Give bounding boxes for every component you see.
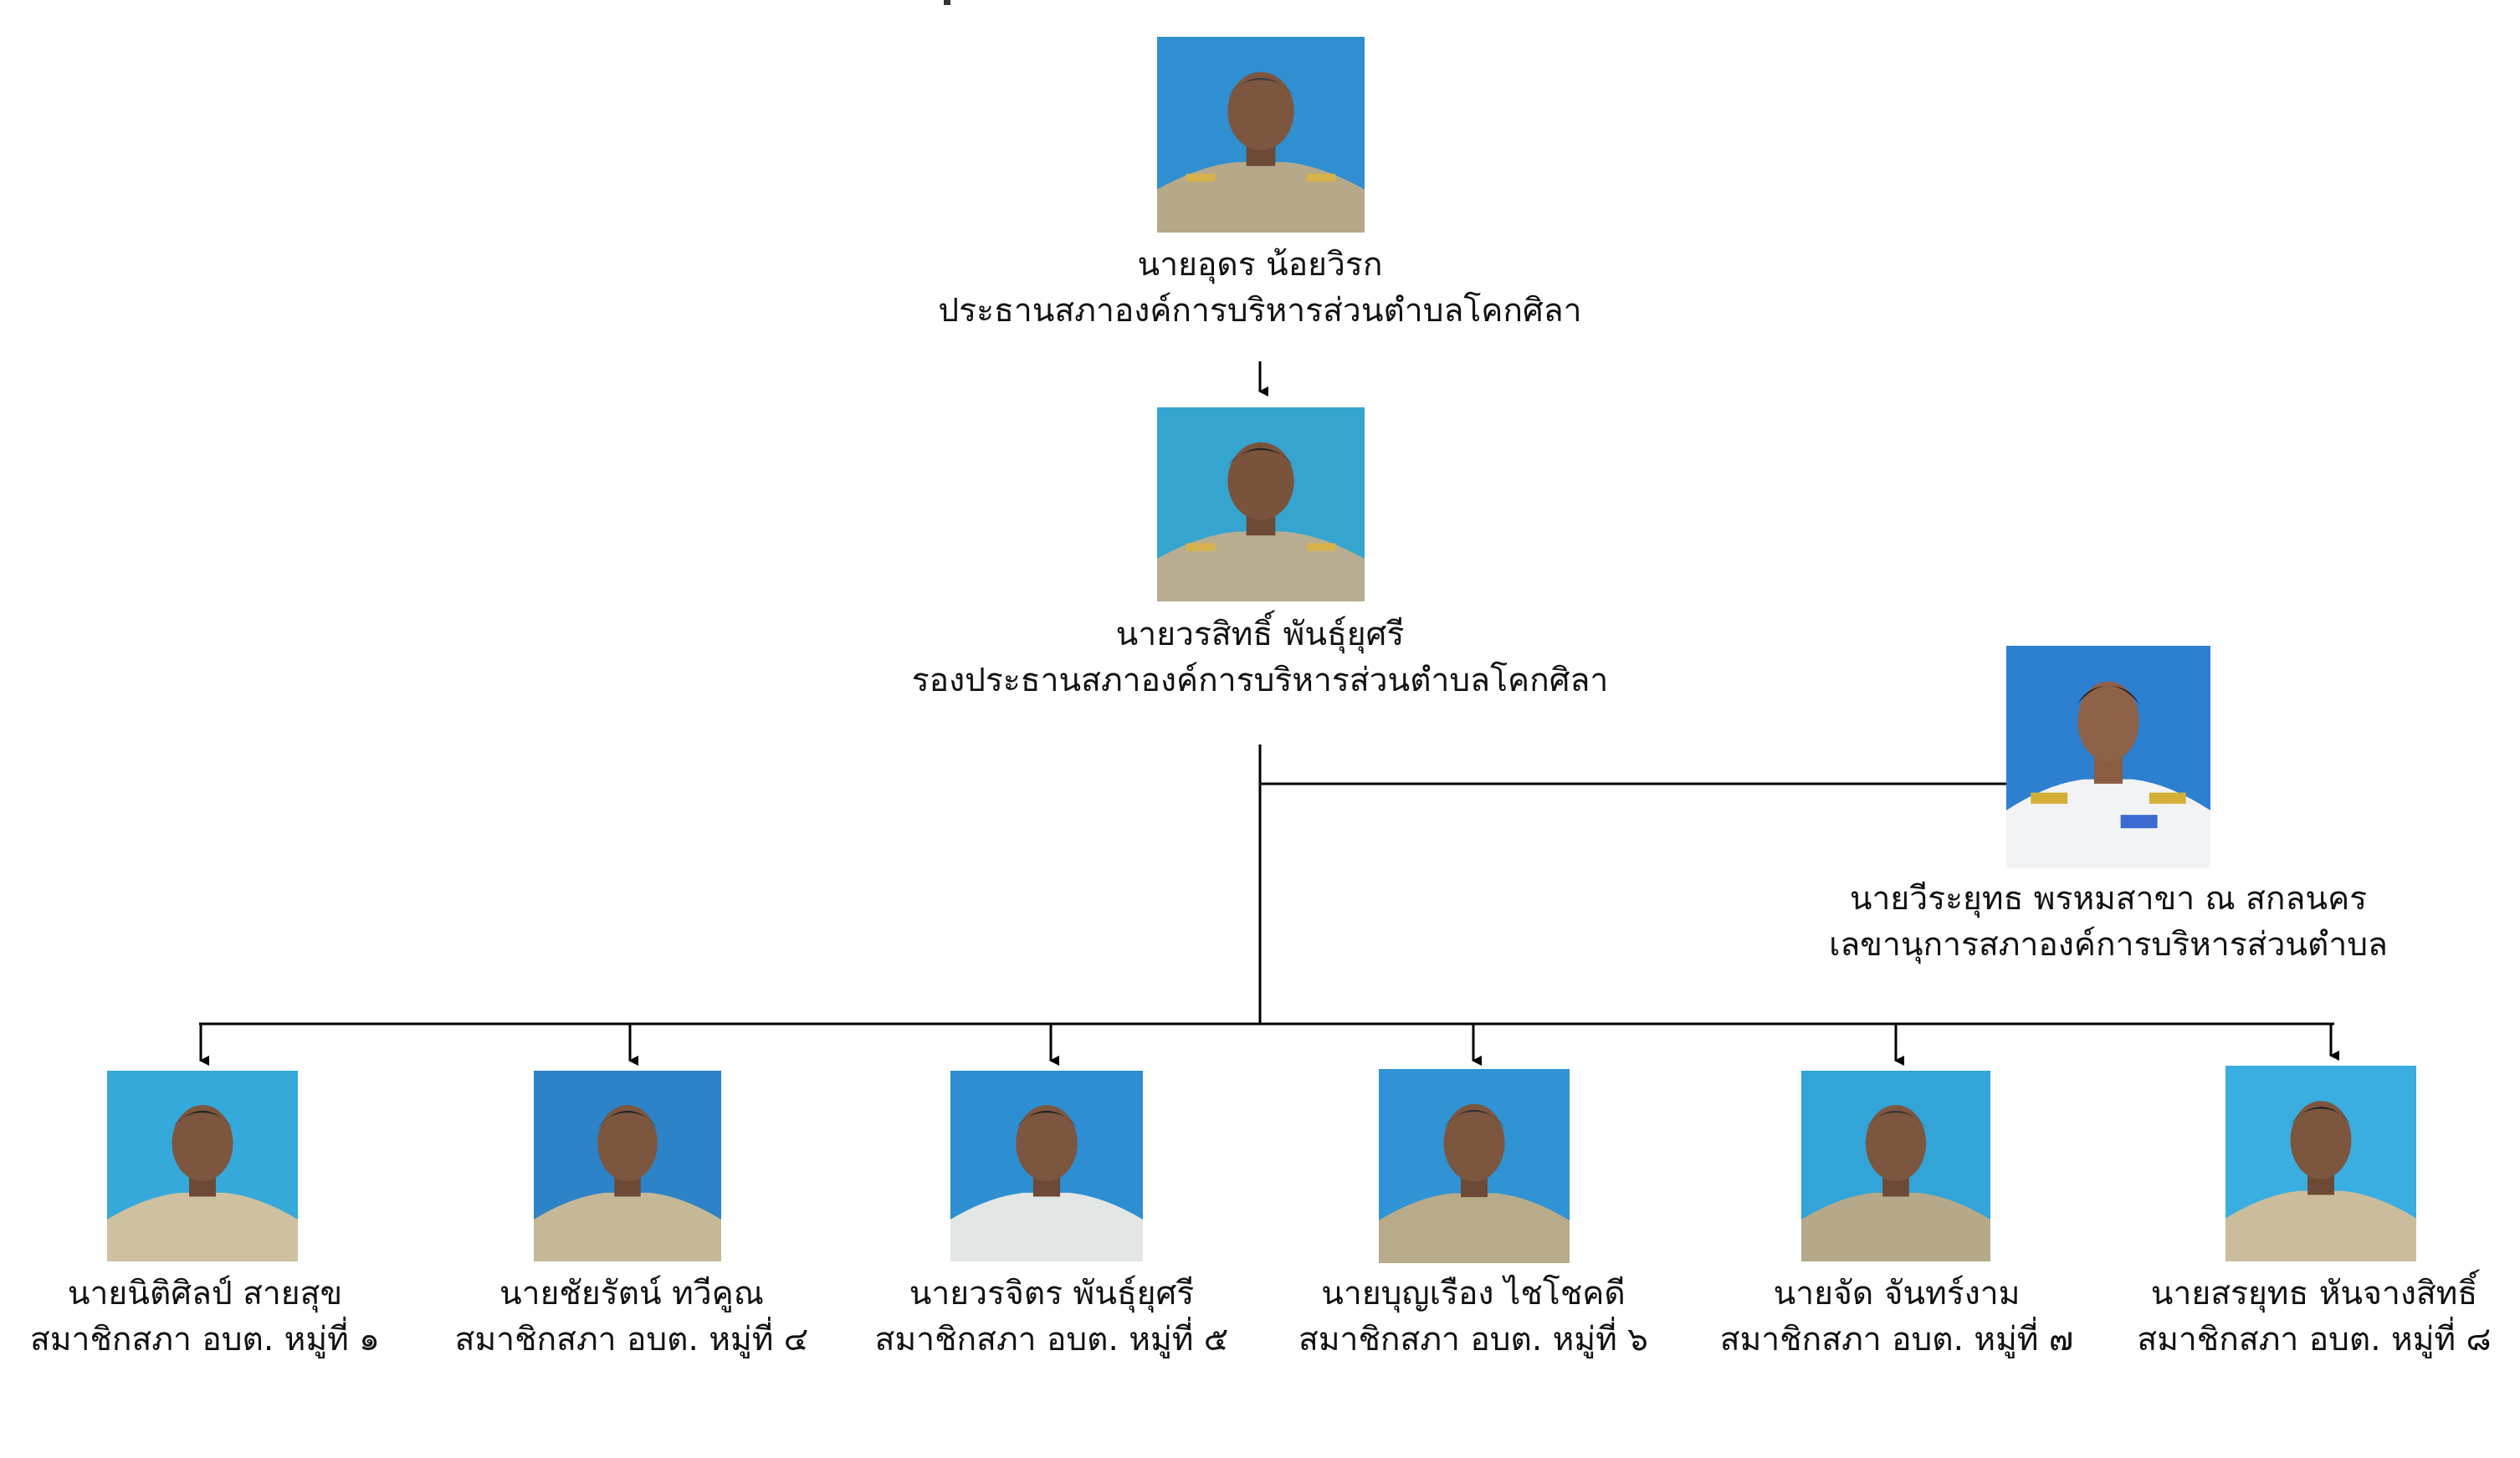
secretary-name: นายวีระยุทธ พรหมสาขา ณ สกลนคร [1849,880,2368,918]
portrait-icon [1157,407,1365,601]
portrait-icon [2006,646,2210,868]
member-4-role: สมาชิกสภา อบต. หมู่ที่ ๔ [454,1320,809,1358]
portrait-icon [107,1071,298,1261]
member-5-role: สมาชิกสภา อบต. หมู่ที่ ๕ [874,1320,1229,1358]
member-1-name: นายนิติศิลป์ สายสุข [67,1275,343,1312]
portrait-icon [2225,1066,2416,1261]
chairman-caption: นายอุดร น้อยวิรก ประธานสภาองค์การบริหารส… [842,243,1678,334]
member-7-name: นายจัด จันทร์งาม [1773,1275,2021,1312]
scan-artifact-mark [944,0,950,5]
chairman-role: ประธานสภาองค์การบริหารส่วนตำบลโคกศิลา [938,291,1582,330]
member-1-photo [107,1071,298,1261]
member-6-photo [1379,1069,1570,1263]
secretary-role: เลขานุการสภาองค์การบริหารส่วนตำบล [1829,925,2388,964]
portrait-icon [1801,1071,1990,1261]
member-1-caption: นายนิติศิลป์ สายสุข สมาชิกสภา อบต. หมู่ท… [0,1271,410,1363]
member-8-caption: นายสรยุทธ หันจางสิทธิ์ สมาชิกสภา อบต. หม… [2108,1271,2520,1363]
secretary-caption: นายวีระยุทธ พรหมสาขา ณ สกลนคร เลขานุการส… [1732,877,2485,968]
member-6-name: นายบุญเรือง ไชโชคดี [1321,1275,1626,1312]
member-8-name: นายสรยุทธ หันจางสิทธิ์ [2150,1275,2478,1312]
secretary-photo [2006,646,2210,868]
member-8-role: สมาชิกสภา อบต. หมู่ที่ ๘ [2137,1320,2492,1358]
member-7-role: สมาชิกสภา อบต. หมู่ที่ ๗ [1719,1320,2074,1358]
vice-chairman-photo [1157,407,1365,601]
chairman-photo [1157,37,1365,233]
member-4-photo [534,1071,721,1261]
portrait-icon [1379,1069,1570,1263]
portrait-icon [534,1071,721,1261]
member-5-name: นายวรจิตร พันธุ์ยุศรี [909,1275,1195,1312]
chairman-name: นายอุดร น้อยวิรก [1137,246,1383,284]
member-5-photo [950,1071,1143,1261]
member-1-role: สมาชิกสภา อบต. หมู่ที่ ๑ [30,1320,380,1358]
vice-chairman-role: รองประธานสภาองค์การบริหารส่วนตำบลโคกศิลา [911,661,1609,699]
member-6-caption: นายบุญเรือง ไชโชคดี สมาชิกสภา อบต. หมู่ท… [1268,1271,1678,1363]
member-4-caption: นายชัยรัตน์ ทวีคูณ สมาชิกสภา อบต. หมู่ที… [427,1271,837,1363]
vice-chairman-caption: นายวรสิทธิ์ พันธุ์ยุศรี รองประธานสภาองค์… [800,612,1720,703]
portrait-icon [950,1071,1143,1261]
member-8-photo [2225,1066,2416,1261]
member-7-photo [1801,1071,1990,1261]
member-7-caption: นายจัด จันทร์งาม สมาชิกสภา อบต. หมู่ที่ … [1692,1271,2102,1363]
member-5-caption: นายวรจิตร พันธุ์ยุศรี สมาชิกสภา อบต. หมู… [847,1271,1257,1363]
member-4-name: นายชัยรัตน์ ทวีคูณ [499,1275,764,1312]
member-6-role: สมาชิกสภา อบต. หมู่ที่ ๖ [1298,1320,1648,1358]
portrait-icon [1157,37,1365,233]
vice-chairman-name: นายวรสิทธิ์ พันธุ์ยุศรี [1115,616,1405,653]
